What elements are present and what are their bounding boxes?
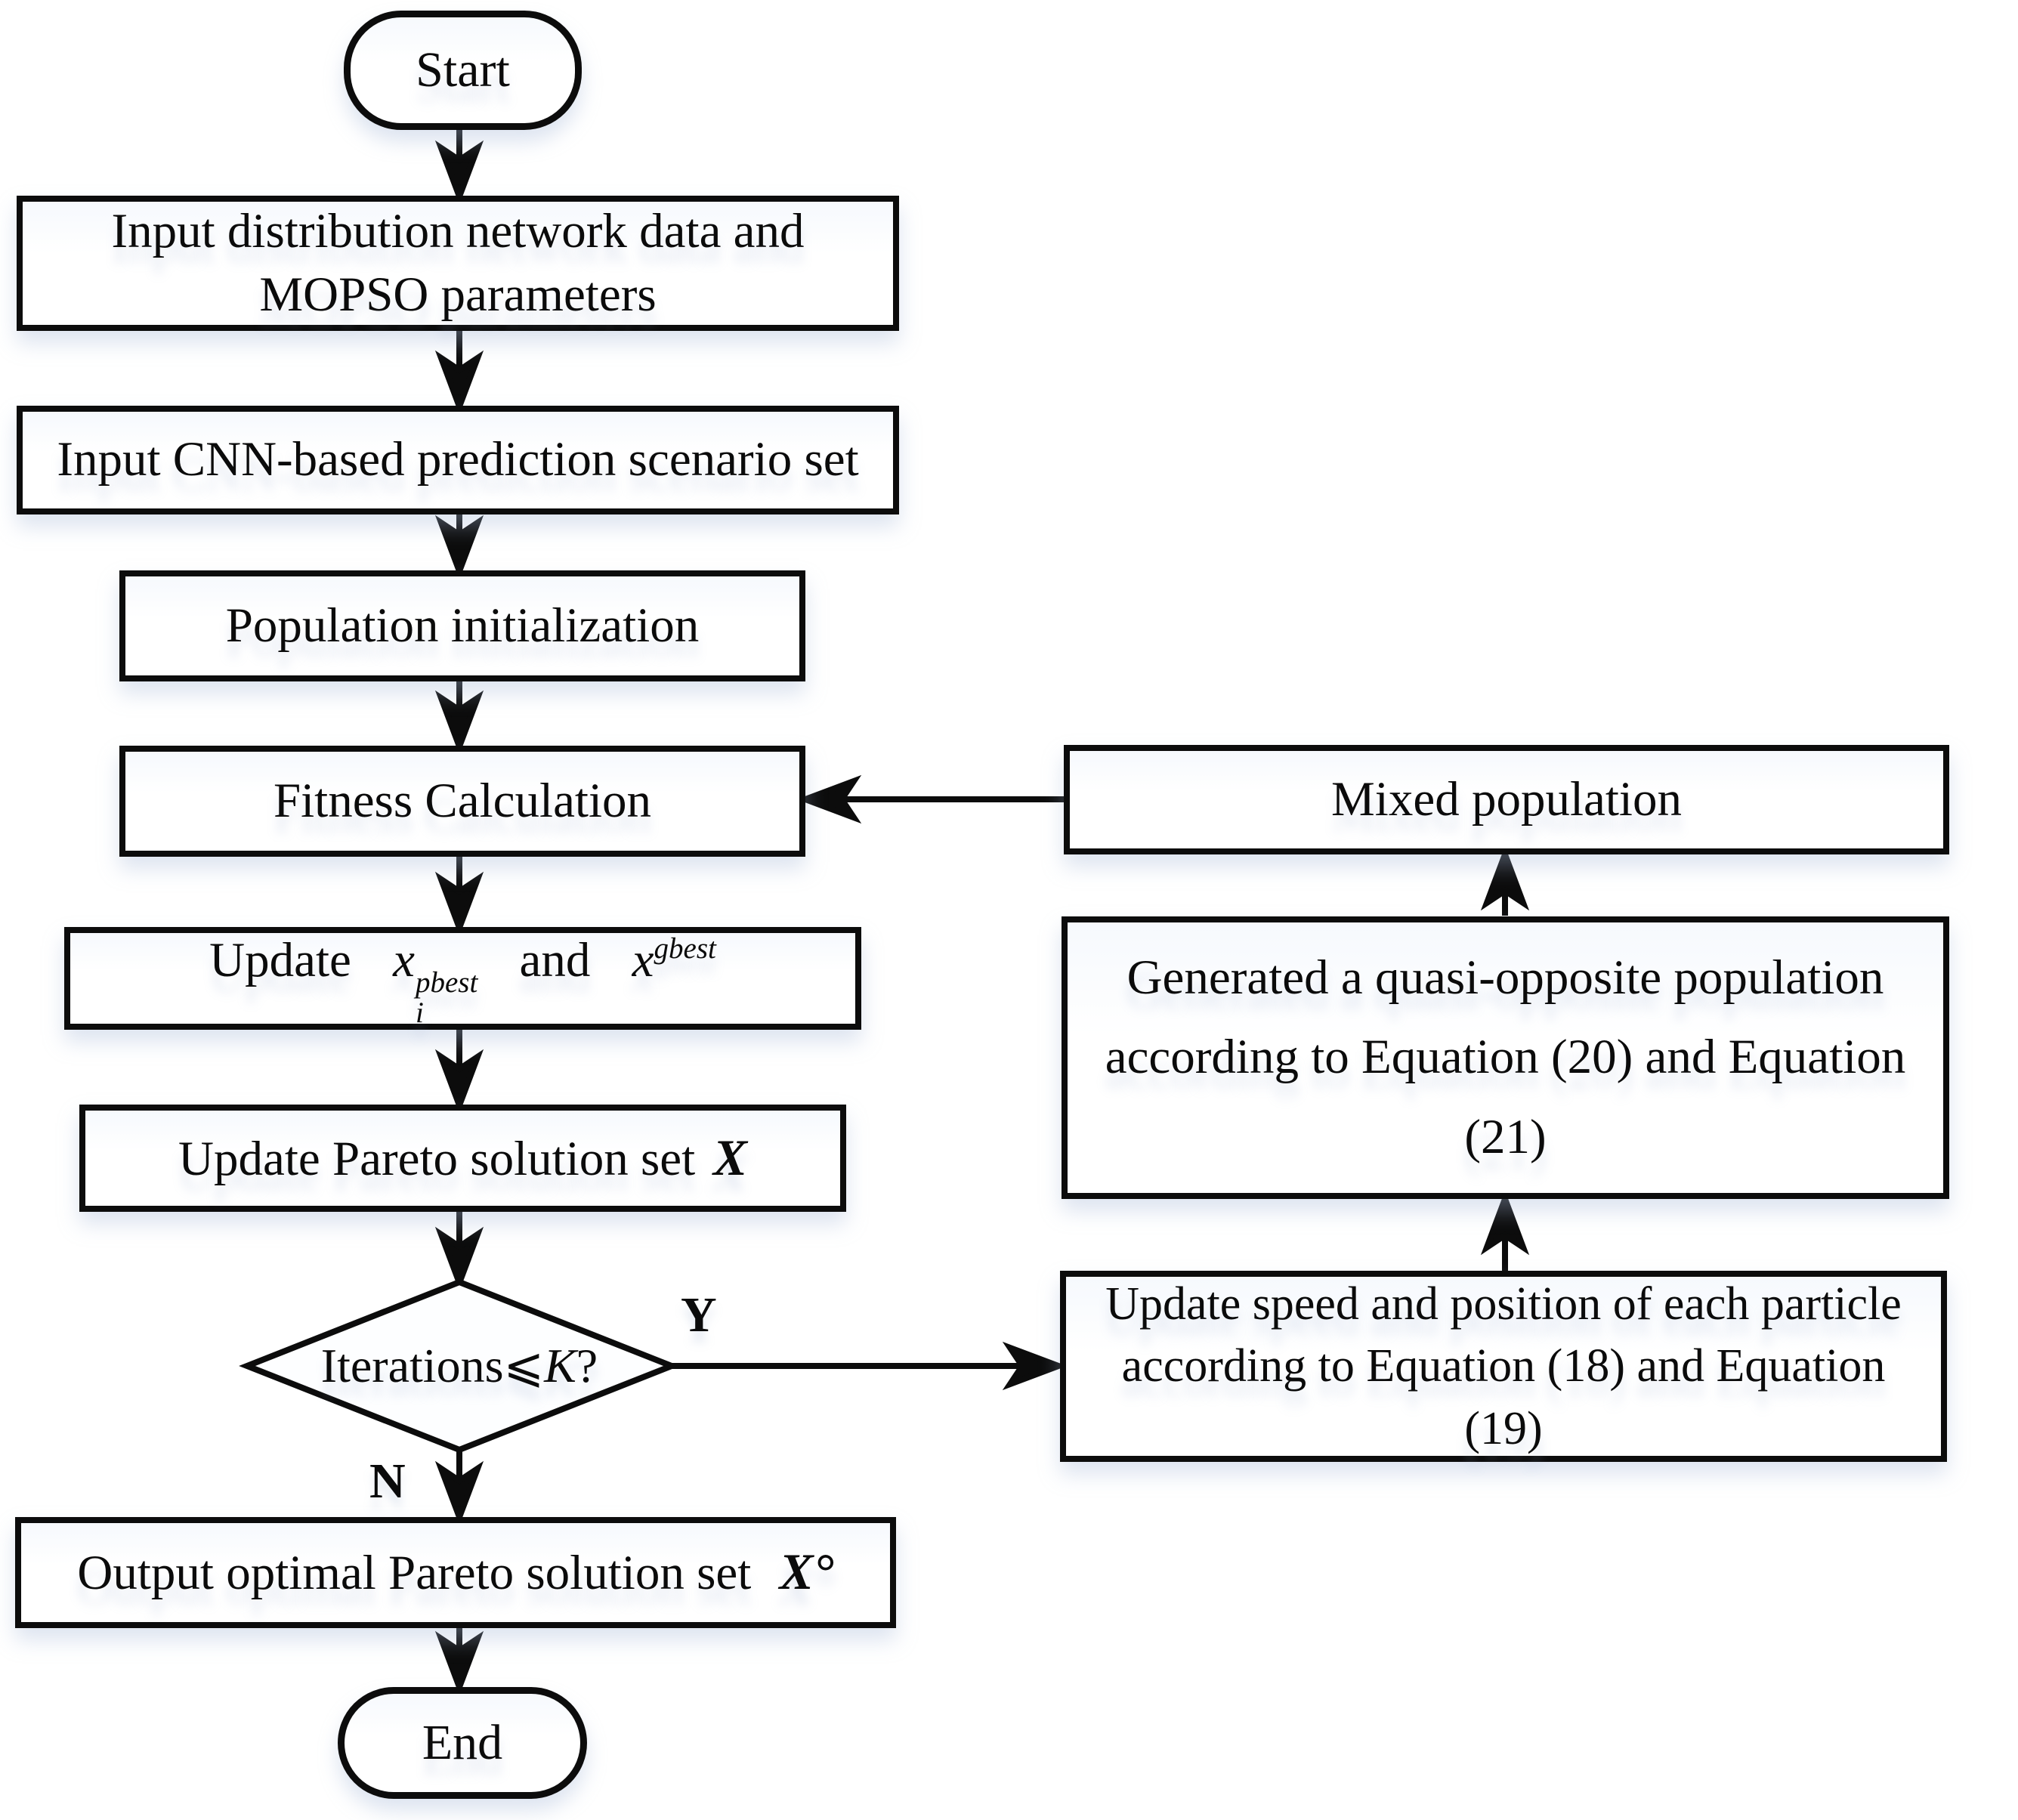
arrowhead-quasi-to-mixed <box>1480 845 1530 911</box>
input-data-line2: MOPSO parameters <box>259 267 657 322</box>
input-data-node: Input distribution network data and MOPS… <box>17 196 899 331</box>
arrowhead-input-data-to-input-cnn <box>434 350 484 416</box>
arrowhead-decision-to-update-speed <box>1002 1341 1068 1391</box>
quasi-opposite-line2: according to Equation (20) and Equation <box>1105 1030 1906 1085</box>
fitness-calc-node: Fitness Calculation <box>119 746 805 857</box>
optimal-set-variable: X° <box>779 1543 834 1601</box>
update-best-conjunction: and <box>519 932 591 987</box>
fitness-calc-label: Fitness Calculation <box>273 773 652 828</box>
start-node: Start <box>344 11 582 130</box>
pareto-set-variable: X <box>712 1129 747 1186</box>
output-text: Output optimal Pareto solution set <box>77 1546 752 1601</box>
update-speed-line3: (19) <box>1464 1402 1543 1454</box>
arrowhead-population-init-to-fitness <box>434 690 484 756</box>
pbest-subscript: i <box>415 996 424 1029</box>
decision-suffix: ? <box>576 1339 598 1392</box>
quasi-opposite-node: Generated a quasi-opposite population ac… <box>1062 916 1949 1199</box>
arrowhead-update-best-to-pareto <box>434 1049 484 1114</box>
branch-label-no: N <box>369 1454 406 1509</box>
arrowhead-mixed-to-fitness <box>796 774 862 824</box>
input-cnn-node: Input CNN-based prediction scenario set <box>17 406 899 514</box>
arrowhead-fitness-to-update-best <box>434 871 484 937</box>
arrowhead-output-to-end <box>434 1630 484 1696</box>
mixed-population-label: Mixed population <box>1331 771 1682 827</box>
end-label: End <box>422 1714 503 1770</box>
quasi-opposite-line1: Generated a quasi-opposite population <box>1126 950 1884 1006</box>
decision-variable: K <box>544 1339 576 1392</box>
update-best-prefix: Update <box>209 932 351 987</box>
update-pareto-text: Update Pareto solution set <box>178 1131 696 1186</box>
update-speed-line2: according to Equation (18) and Equation <box>1121 1340 1886 1392</box>
arrowhead-decision-to-output <box>434 1460 484 1526</box>
gbest-superscript: gbest <box>654 932 716 965</box>
arrowhead-update-speed-to-quasi <box>1480 1190 1530 1256</box>
update-speed-node: Update speed and position of each partic… <box>1060 1271 1947 1462</box>
mixed-population-node: Mixed population <box>1064 745 1949 854</box>
start-label: Start <box>416 42 510 97</box>
update-pareto-node: Update Pareto solution set X <box>79 1105 846 1212</box>
arrowhead-pareto-to-decision <box>434 1226 484 1292</box>
input-data-line1: Input distribution network data and <box>111 204 805 259</box>
update-speed-line1: Update speed and position of each partic… <box>1105 1278 1902 1330</box>
input-cnn-label: Input CNN-based prediction scenario set <box>57 432 859 487</box>
decision-label: Iterations ⩽ K ? <box>255 1290 664 1442</box>
population-init-label: Population initialization <box>225 598 700 653</box>
branch-label-yes: Y <box>681 1287 717 1343</box>
end-node: End <box>338 1687 587 1799</box>
pbest-superscript: pbest <box>415 966 478 999</box>
decision-text: Iterations <box>320 1339 504 1392</box>
arrowhead-input-cnn-to-population-init <box>434 514 484 580</box>
population-init-node: Population initialization <box>119 570 805 681</box>
output-node: Output optimal Pareto solution set X° <box>15 1517 896 1628</box>
gbest-variable: xgbest <box>632 932 716 987</box>
decision-operator: ⩽ <box>503 1339 545 1392</box>
arrowhead-start-to-input-data <box>434 140 484 205</box>
quasi-opposite-line3: (21) <box>1464 1109 1547 1164</box>
